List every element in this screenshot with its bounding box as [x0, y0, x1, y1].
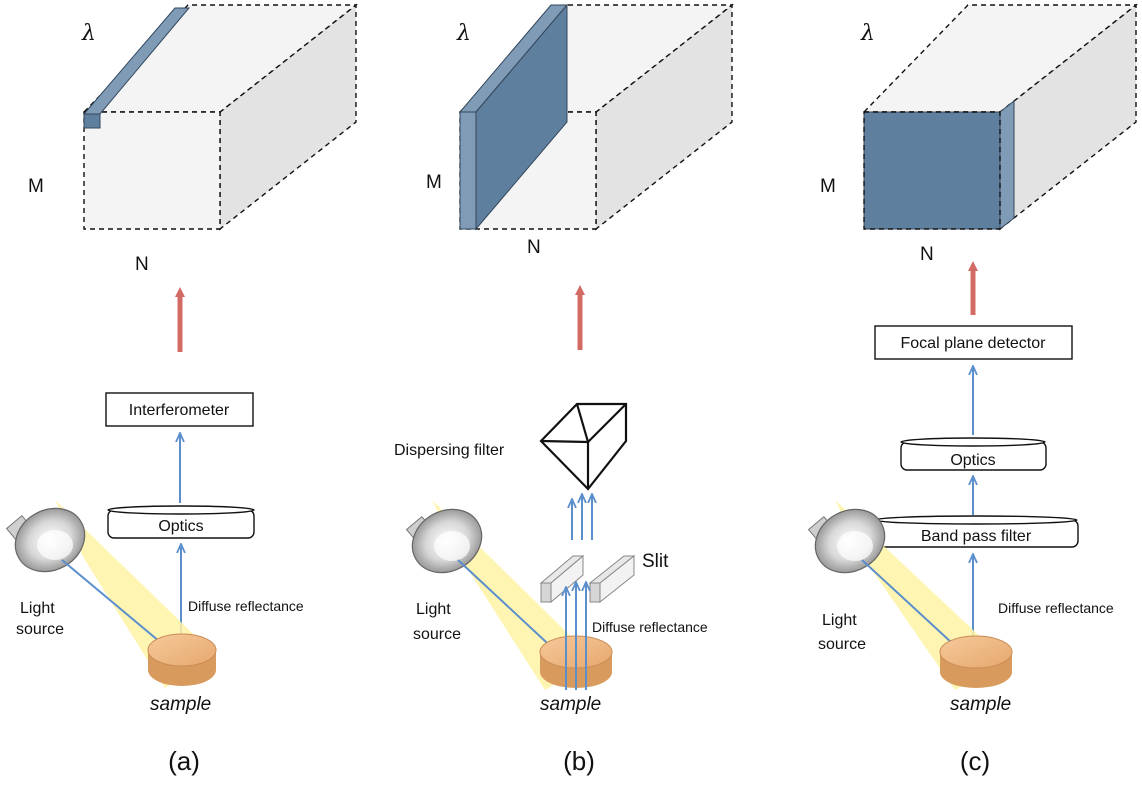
n-axis-label: N	[920, 244, 934, 265]
m-axis-label: M	[820, 176, 836, 197]
slit-label: Slit	[642, 551, 669, 572]
sample-label: sample	[150, 694, 211, 715]
spectral-band-slice-front	[83, 113, 101, 129]
focal-plane-detector-label: Focal plane detector	[901, 335, 1047, 352]
panel-b: λ M N Dispersing filter Slit	[394, 3, 735, 776]
incident-light-arrow	[61, 559, 172, 652]
optics-lens: Optics	[900, 437, 1047, 471]
incident-light-arrow	[861, 559, 965, 655]
optics-lens: Optics	[107, 505, 255, 539]
lamp-icon	[405, 508, 483, 574]
hypercube-b	[458, 3, 735, 231]
m-axis-label: M	[426, 172, 442, 193]
m-axis-label: M	[28, 176, 44, 197]
interferometer-box	[105, 392, 254, 427]
dispersing-prism-icon	[539, 402, 628, 491]
light-source-label-line2: source	[413, 626, 461, 643]
sample-label: sample	[950, 694, 1011, 715]
lamp-icon	[5, 507, 86, 573]
reflectance-label: Diffuse reflectance	[188, 598, 304, 614]
slit-icon	[539, 554, 636, 604]
sample-icon	[147, 633, 217, 686]
interferometer-label: Interferometer	[129, 402, 230, 419]
reflectance-label: Diffuse reflectance	[592, 619, 708, 635]
caption-a: (a)	[168, 746, 200, 776]
sample-icon	[939, 635, 1013, 688]
optics-label: Optics	[158, 518, 203, 535]
light-source-label-line2: source	[16, 621, 64, 638]
focal-plane-detector-box	[874, 325, 1073, 360]
light-source-label-line1: Light	[416, 601, 451, 618]
band-pass-filter: Band pass filter	[874, 515, 1079, 548]
lamp-icon	[807, 508, 886, 574]
hypercube-a	[82, 3, 359, 231]
n-axis-label: N	[527, 237, 541, 258]
dispersing-filter-label: Dispersing filter	[394, 442, 505, 459]
reflectance-label: Diffuse reflectance	[998, 600, 1114, 616]
caption-c: (c)	[960, 746, 990, 776]
spatial-image-slice-edge	[999, 99, 1015, 231]
hypercube-c	[862, 3, 1139, 231]
light-source-label-line2: source	[818, 636, 866, 653]
optics-label: Optics	[950, 452, 995, 469]
lambda-axis-label: λ	[81, 21, 96, 46]
spatial-image-slice	[863, 111, 1001, 230]
panel-c: λ M N Focal plane detector Optics Band p…	[807, 3, 1139, 776]
light-source-label-line1: Light	[20, 600, 55, 617]
lambda-axis-label: λ	[860, 21, 875, 46]
lambda-axis-label: λ	[456, 21, 471, 46]
light-source-label-line1: Light	[822, 612, 857, 629]
spatial-line-slice-front	[459, 111, 477, 230]
panel-a: λ M N Interferometer Optics Diffuse refl…	[5, 3, 359, 776]
band-pass-filter-label: Band pass filter	[921, 528, 1032, 545]
incident-light-arrow	[457, 559, 560, 655]
caption-b: (b)	[563, 746, 595, 776]
sample-label: sample	[540, 694, 601, 715]
n-axis-label: N	[135, 254, 149, 275]
